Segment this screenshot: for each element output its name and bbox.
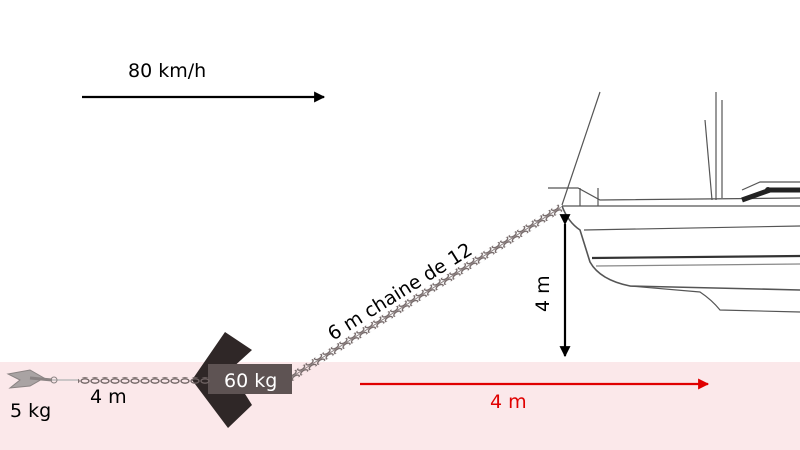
anchor-icon [6, 369, 58, 389]
distance-label: 4 m [490, 391, 527, 413]
wind-speed-label: 80 km/h [128, 60, 206, 82]
height-label: 4 m [532, 275, 554, 312]
diagonal-chain [287, 204, 563, 382]
sailboat-icon [548, 91, 800, 313]
weight-box [208, 364, 292, 394]
seabed-chain [50, 377, 210, 384]
anchor-weight-label: 5 kg [10, 400, 51, 422]
chain-label: 6 m chaine de 12 [324, 239, 476, 346]
seabed [0, 362, 800, 450]
rode-length-label: 4 m [90, 386, 127, 408]
weight-label: 60 kg [224, 370, 277, 392]
